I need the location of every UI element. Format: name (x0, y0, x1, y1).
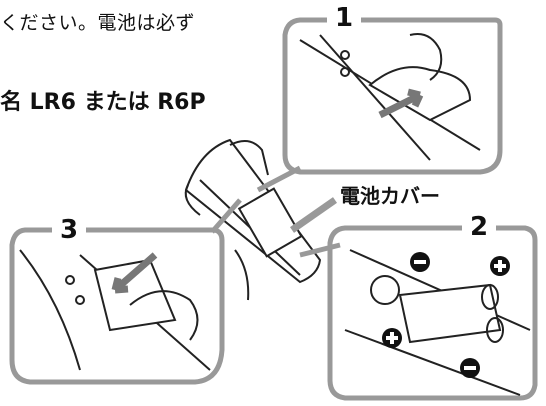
battery-model-text: 名 LR6 または R6P (0, 90, 206, 115)
battery-cover-label: 電池カバー (338, 180, 442, 209)
panel-2 (299, 225, 538, 401)
instruction-text-top: ください。電池は必ず (0, 12, 196, 34)
arrow-icon-1 (378, 88, 424, 119)
remote-center (184, 138, 322, 301)
step-1-number: 1 (327, 4, 362, 32)
panel-1 (256, 17, 503, 193)
step-3-number: 3 (52, 216, 87, 244)
leader-line (289, 197, 338, 233)
arrow-icon-3 (111, 252, 158, 294)
plus-icon (382, 256, 510, 348)
minus-icon (410, 252, 480, 378)
step-2-number: 2 (462, 213, 497, 241)
panel-3 (9, 198, 242, 385)
